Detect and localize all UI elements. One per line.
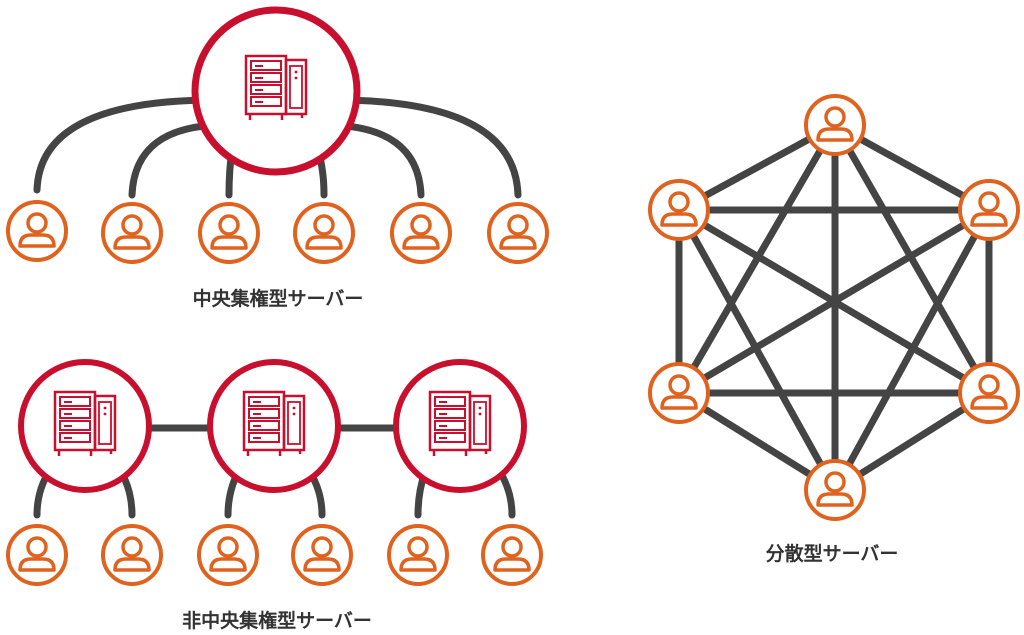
- edge: [33, 96, 219, 194]
- mesh-edge: [831, 206, 993, 494]
- user-icon: [6, 200, 68, 262]
- distributed-edges: [675, 121, 993, 494]
- user-icon: [481, 524, 543, 586]
- user-icon: [804, 459, 866, 521]
- user-icon: [101, 524, 163, 586]
- decentralized-label: 非中央集権型サーバー: [182, 609, 372, 632]
- decentral-server-node: [207, 359, 341, 493]
- distributed-label: 分散型サーバー: [766, 542, 899, 565]
- user-icon: [958, 179, 1020, 241]
- user-icon: [390, 202, 452, 264]
- user-icon: [101, 202, 163, 264]
- user-icon: [958, 362, 1020, 424]
- decentral-server-node: [18, 359, 152, 493]
- user-icon: [291, 524, 353, 586]
- decentral-server-node: [393, 359, 527, 493]
- user-icon: [293, 202, 355, 264]
- user-icon: [648, 179, 710, 241]
- central-server-node: [191, 6, 361, 176]
- edge: [331, 96, 522, 199]
- mesh-edge: [675, 206, 993, 397]
- user-icon: [197, 524, 259, 586]
- user-icon: [6, 524, 68, 586]
- user-icon: [387, 524, 449, 586]
- centralized-label: 中央集権型サーバー: [193, 287, 364, 310]
- edge: [496, 468, 516, 519]
- distributed-group: 分散型サーバー: [648, 94, 1020, 565]
- decentralized-group: 非中央集権型サーバー: [6, 359, 543, 632]
- user-icon: [648, 362, 710, 424]
- centralized-group: 中央集権型サーバー: [6, 6, 549, 310]
- user-icon: [198, 202, 260, 264]
- user-icon: [487, 202, 549, 264]
- user-icon: [804, 94, 866, 156]
